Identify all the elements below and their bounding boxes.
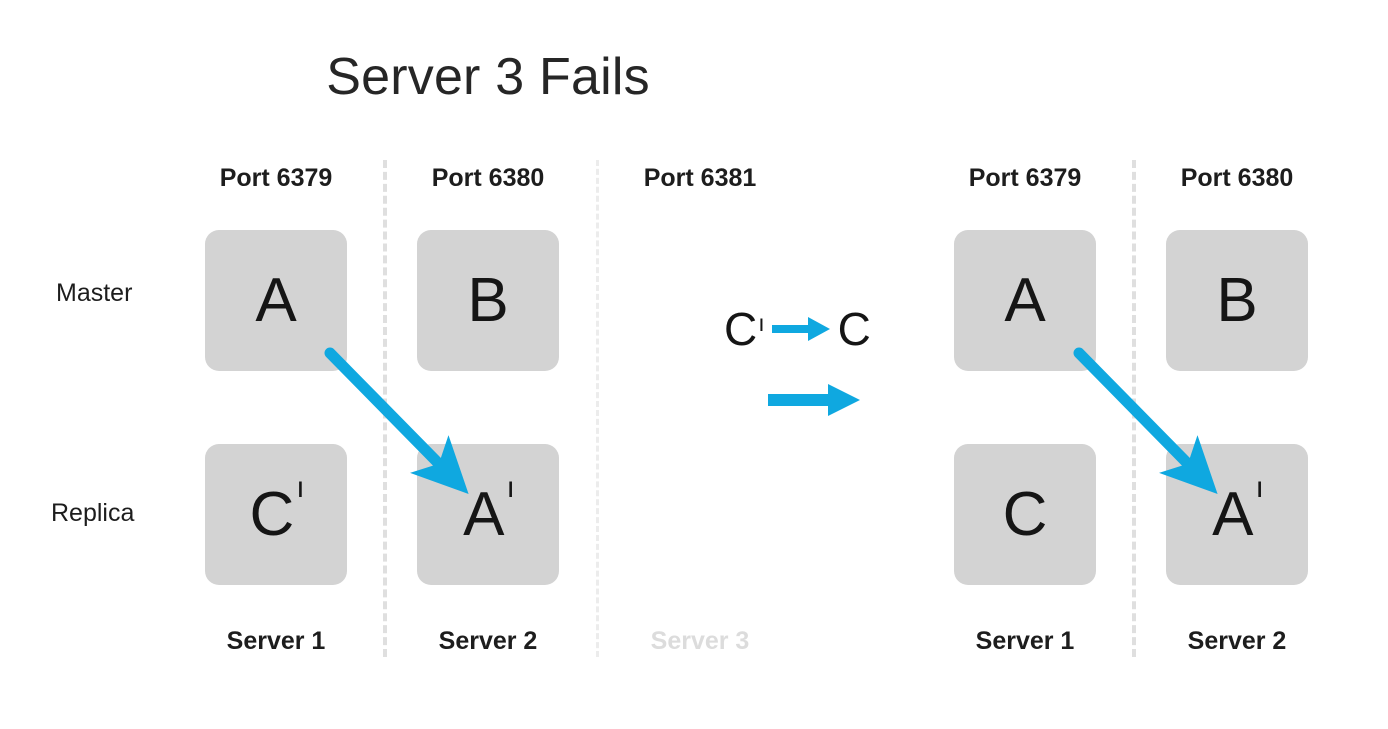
transition-group: Cı C (724, 300, 914, 430)
node-label: Aı (463, 472, 515, 546)
promotion-source: Cı (724, 303, 765, 355)
port-label-before-server3: Port 6381 (643, 164, 757, 192)
server-label-before-server1: Server 1 (226, 627, 326, 655)
node-letter: B (1216, 265, 1258, 335)
promotion-target-letter: C (837, 303, 871, 355)
node-letter: A (1004, 265, 1046, 335)
node-prime: ı (1255, 470, 1264, 504)
node-label: A (255, 269, 296, 332)
server-label-before-server2: Server 2 (438, 627, 538, 655)
node-label: B (467, 269, 508, 332)
node-prime: ı (296, 470, 305, 504)
node-letter: A (255, 265, 297, 335)
node-box-before-server2-master[interactable]: B (417, 230, 559, 371)
node-label: C (1003, 483, 1048, 546)
row-label-master: Master (56, 279, 133, 307)
node-box-after-server1-replica[interactable]: C (954, 444, 1096, 585)
node-label: A (1004, 269, 1045, 332)
promotion-arrow-icon (770, 314, 832, 344)
node-box-before-server1-replica[interactable]: Cı (205, 444, 347, 585)
promotion-expression: Cı C (724, 300, 871, 358)
node-box-before-server1-master[interactable]: A (205, 230, 347, 371)
node-prime: ı (506, 470, 515, 504)
node-label: Aı (1212, 472, 1264, 546)
port-label-after-server2: Port 6380 (1180, 164, 1294, 192)
promotion-source-prime: ı (758, 310, 765, 336)
promotion-source-letter: C (724, 303, 758, 355)
page-title: Server 3 Fails (326, 48, 650, 106)
column-divider-before-2 (596, 160, 599, 657)
column-divider-after-1 (1132, 160, 1136, 657)
port-label-before-server2: Port 6380 (431, 164, 545, 192)
node-letter: B (467, 265, 509, 335)
node-letter: C (1002, 479, 1048, 549)
node-letter: A (1212, 479, 1254, 549)
transition-arrow-icon (766, 382, 862, 418)
column-divider-before-1 (383, 160, 387, 657)
port-label-after-server1: Port 6379 (968, 164, 1082, 192)
node-box-after-server2-replica[interactable]: Aı (1166, 444, 1308, 585)
row-label-replica: Replica (51, 499, 135, 527)
server-label-before-server3-failed: Server 3 (650, 627, 750, 655)
node-label: B (1216, 269, 1257, 332)
node-box-after-server1-master[interactable]: A (954, 230, 1096, 371)
node-box-before-server2-replica[interactable]: Aı (417, 444, 559, 585)
promotion-target: C (838, 306, 871, 352)
port-label-before-server1: Port 6379 (219, 164, 333, 192)
node-letter: C (249, 479, 295, 549)
server-label-after-server1: Server 1 (975, 627, 1075, 655)
node-box-after-server2-master[interactable]: B (1166, 230, 1308, 371)
server-label-after-server2: Server 2 (1187, 627, 1287, 655)
node-letter: A (463, 479, 505, 549)
node-label: Cı (249, 472, 304, 546)
